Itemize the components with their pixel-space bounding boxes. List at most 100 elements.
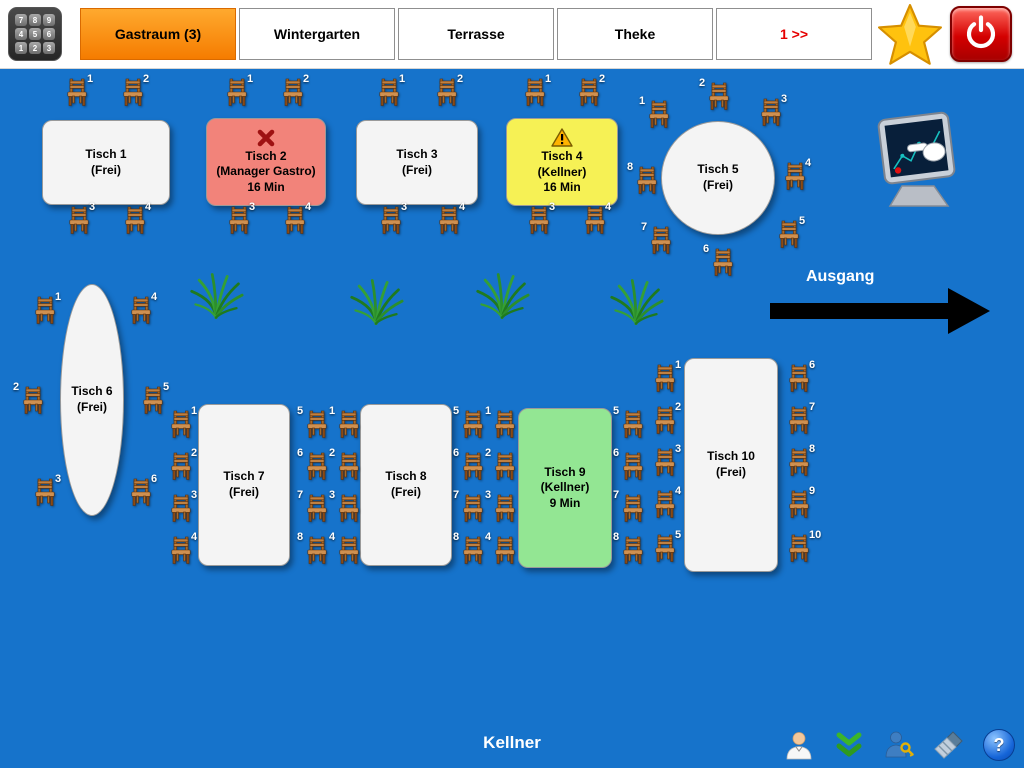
chair-10-7[interactable]: 7 <box>788 401 815 434</box>
table-label: Tisch 10 <box>707 449 755 464</box>
chair-3-2[interactable]: 2 <box>436 73 463 106</box>
chair-10-9[interactable]: 9 <box>788 485 815 518</box>
chair-7-2[interactable]: 2 <box>170 447 197 480</box>
table-label: (Frei) <box>703 178 733 192</box>
chair-9-1[interactable]: 1 <box>485 405 516 438</box>
chair-9-2[interactable]: 2 <box>485 447 516 480</box>
tab-wintergarten[interactable]: Wintergarten <box>239 8 395 60</box>
chair-5-6[interactable]: 6 <box>703 243 734 276</box>
chair-5-5[interactable]: 5 <box>778 215 805 248</box>
chair-number: 6 <box>297 447 304 459</box>
chair-4-3[interactable]: 3 <box>528 201 555 234</box>
tab-page-next[interactable]: 1 >> <box>716 8 872 60</box>
chair-number: 5 <box>675 529 682 541</box>
chair-9-3[interactable]: 3 <box>485 489 516 522</box>
chair-1-1[interactable]: 1 <box>66 73 93 106</box>
favorites-star-button[interactable] <box>878 4 942 66</box>
scroll-down-icon[interactable] <box>832 728 866 762</box>
chair-10-5[interactable]: 5 <box>654 529 681 562</box>
chair-7-5[interactable]: 5 <box>297 405 328 438</box>
touchscreen-display-icon[interactable] <box>872 110 964 212</box>
tab-theke[interactable]: Theke <box>557 8 713 60</box>
chair-1-4[interactable]: 4 <box>124 201 151 234</box>
table-9[interactable]: Tisch 9(Kellner)9 Min <box>518 408 612 568</box>
chair-10-6[interactable]: 6 <box>788 359 815 392</box>
power-button[interactable] <box>950 6 1012 62</box>
chair-number: 5 <box>453 405 460 417</box>
chair-7-1[interactable]: 1 <box>170 405 197 438</box>
table-7[interactable]: Tisch 7(Frei) <box>198 404 290 566</box>
help-icon[interactable]: ? <box>982 728 1016 762</box>
chair-8-6[interactable]: 6 <box>453 447 484 480</box>
table-label: (Frei) <box>229 485 259 499</box>
chair-7-8[interactable]: 8 <box>297 531 328 564</box>
chair-number: 1 <box>191 405 198 417</box>
chair-10-3[interactable]: 3 <box>654 443 681 476</box>
chair-7-7[interactable]: 7 <box>297 489 328 522</box>
chair-3-4[interactable]: 4 <box>438 201 465 234</box>
chair-8-5[interactable]: 5 <box>453 405 484 438</box>
user-key-icon[interactable] <box>882 728 916 762</box>
chair-5-7[interactable]: 7 <box>641 221 672 254</box>
chair-5-1[interactable]: 1 <box>639 95 670 128</box>
chair-6-2[interactable]: 2 <box>13 381 44 414</box>
chair-2-1[interactable]: 1 <box>226 73 253 106</box>
chair-1-3[interactable]: 3 <box>68 201 95 234</box>
chair-5-8[interactable]: 8 <box>627 161 658 194</box>
chair-7-4[interactable]: 4 <box>170 531 197 564</box>
chair-3-3[interactable]: 3 <box>380 201 407 234</box>
chair-6-4[interactable]: 4 <box>130 291 157 324</box>
chair-10-4[interactable]: 4 <box>654 485 681 518</box>
waiter-icon[interactable] <box>782 728 816 762</box>
table-1[interactable]: Tisch 1(Frei) <box>42 120 170 205</box>
chair-7-6[interactable]: 6 <box>297 447 328 480</box>
chair-8-8[interactable]: 8 <box>453 531 484 564</box>
chair-7-3[interactable]: 3 <box>170 489 197 522</box>
chair-2-3[interactable]: 3 <box>228 201 255 234</box>
chair-9-4[interactable]: 4 <box>485 531 516 564</box>
table-3[interactable]: Tisch 3(Frei) <box>356 120 478 205</box>
chair-10-10[interactable]: 10 <box>788 529 821 562</box>
tab-terrasse[interactable]: Terrasse <box>398 8 554 60</box>
chair-4-4[interactable]: 4 <box>584 201 611 234</box>
chair-5-2[interactable]: 2 <box>699 77 730 110</box>
chair-9-7[interactable]: 7 <box>613 489 644 522</box>
brush-icon[interactable] <box>932 728 966 762</box>
chair-9-6[interactable]: 6 <box>613 447 644 480</box>
numpad-key: 7 <box>15 14 27 26</box>
chair-6-5[interactable]: 5 <box>142 381 169 414</box>
table-10[interactable]: Tisch 10(Frei) <box>684 358 778 572</box>
table-6[interactable]: Tisch 6(Frei) <box>60 284 124 516</box>
table-2[interactable]: Tisch 2(Manager Gastro)16 Min <box>206 118 326 206</box>
chair-1-2[interactable]: 2 <box>122 73 149 106</box>
chair-10-1[interactable]: 1 <box>654 359 681 392</box>
chair-8-7[interactable]: 7 <box>453 489 484 522</box>
chair-9-8[interactable]: 8 <box>613 531 644 564</box>
chair-2-4[interactable]: 4 <box>284 201 311 234</box>
chair-5-4[interactable]: 4 <box>784 157 811 190</box>
chair-8-2[interactable]: 2 <box>329 447 360 480</box>
table-4[interactable]: Tisch 4(Kellner)16 Min <box>506 118 618 206</box>
chair-10-2[interactable]: 2 <box>654 401 681 434</box>
chair-8-3[interactable]: 3 <box>329 489 360 522</box>
chair-10-8[interactable]: 8 <box>788 443 815 476</box>
table-8[interactable]: Tisch 8(Frei) <box>360 404 452 566</box>
chair-4-2[interactable]: 2 <box>578 73 605 106</box>
table-5[interactable]: Tisch 5(Frei) <box>661 121 775 235</box>
chair-5-3[interactable]: 3 <box>760 93 787 126</box>
chair-6-6[interactable]: 6 <box>130 473 157 506</box>
chair-6-3[interactable]: 3 <box>34 473 61 506</box>
chair-2-2[interactable]: 2 <box>282 73 309 106</box>
chair-4-1[interactable]: 1 <box>524 73 551 106</box>
chair-6-1[interactable]: 1 <box>34 291 61 324</box>
table-label: 16 Min <box>543 180 581 195</box>
chair-8-1[interactable]: 1 <box>329 405 360 438</box>
chair-number: 7 <box>453 489 460 501</box>
chair-9-5[interactable]: 5 <box>613 405 644 438</box>
chair-number: 4 <box>151 291 158 303</box>
tab-gastraum[interactable]: Gastraum (3) <box>80 8 236 60</box>
chair-3-1[interactable]: 1 <box>378 73 405 106</box>
chair-8-4[interactable]: 4 <box>329 531 360 564</box>
